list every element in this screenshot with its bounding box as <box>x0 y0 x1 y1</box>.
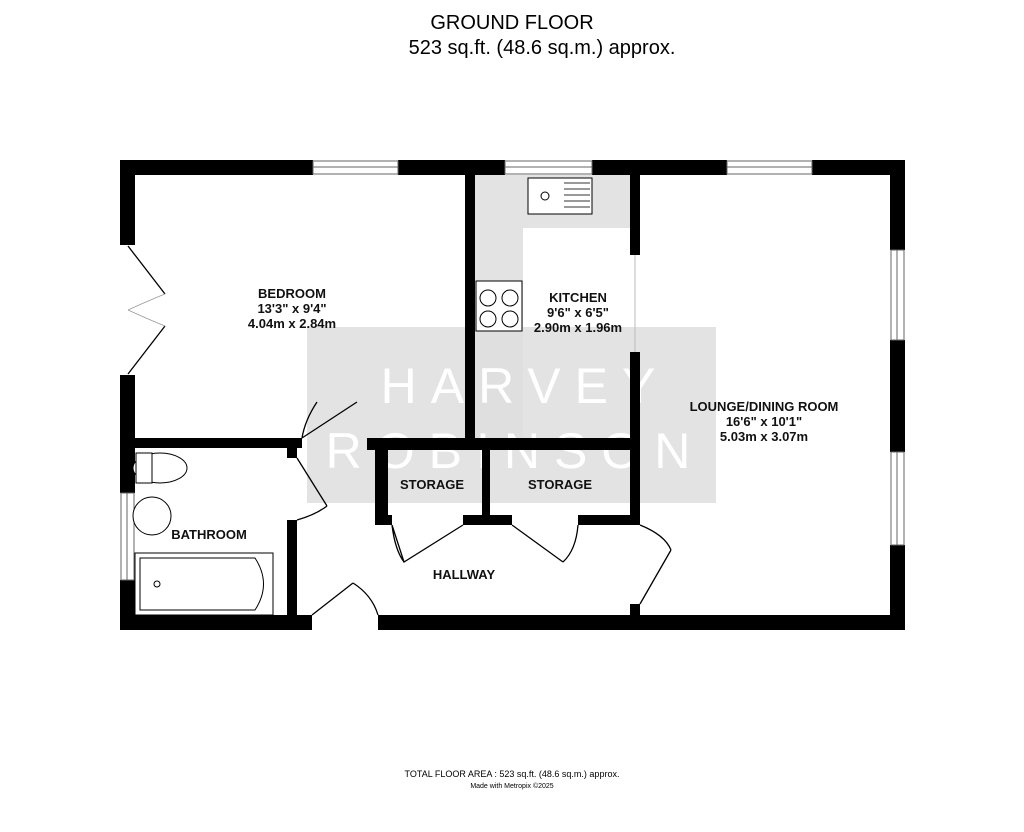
drainer-icon <box>564 182 590 208</box>
watermark-line1: HARVEY <box>381 358 670 414</box>
room-storage-left: STORAGE <box>400 477 464 492</box>
bath-icon <box>139 557 264 611</box>
room-name: BEDROOM <box>258 286 326 301</box>
fixtures <box>132 177 593 616</box>
room-imperial: 9'6" x 6'5" <box>547 305 609 320</box>
sink-drain-icon <box>540 191 550 201</box>
room-name: KITCHEN <box>549 290 607 305</box>
sink-icon <box>527 177 593 215</box>
basin-icon <box>132 496 172 536</box>
floor-area-subtitle: 523 sq.ft. (48.6 sq.m.) approx. <box>408 37 676 59</box>
room-storage-right: STORAGE <box>528 477 592 492</box>
room-imperial: 13'3" x 9'4" <box>257 301 326 316</box>
floor-title: GROUND FLOOR <box>430 12 594 34</box>
walls <box>120 160 905 630</box>
room-metric: 5.03m x 3.07m <box>720 429 808 444</box>
toilet-cistern-icon <box>135 452 153 484</box>
room-kitchen: KITCHEN 9'6" x 6'5" 2.90m x 1.96m <box>534 290 622 335</box>
credit: Made with Metropix ©2025 <box>470 783 554 790</box>
total-floor-area: TOTAL FLOOR AREA : 523 sq.ft. (48.6 sq.m… <box>404 769 620 779</box>
room-name: LOUNGE/DINING ROOM <box>690 399 839 414</box>
room-lounge: LOUNGE/DINING ROOM 16'6" x 10'1" 5.03m x… <box>690 399 839 444</box>
room-metric: 2.90m x 1.96m <box>534 320 622 335</box>
room-imperial: 16'6" x 10'1" <box>726 414 802 429</box>
windows <box>120 160 905 581</box>
room-bathroom: BATHROOM <box>171 527 247 542</box>
room-hallway: HALLWAY <box>433 567 496 582</box>
room-metric: 4.04m x 2.84m <box>248 316 336 331</box>
room-bedroom: BEDROOM 13'3" x 9'4" 4.04m x 2.84m <box>248 286 336 331</box>
doors[interactable] <box>127 245 672 616</box>
